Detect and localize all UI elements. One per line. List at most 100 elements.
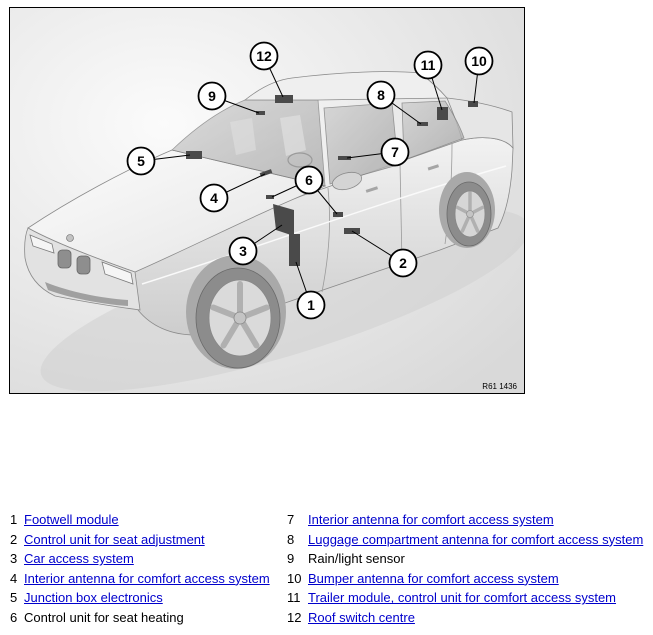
legend-item-number: 5 xyxy=(10,590,18,606)
callout-circle xyxy=(228,236,258,266)
callout-circle xyxy=(199,183,229,213)
legend-item-number: 3 xyxy=(10,551,18,567)
callout-number: 11 xyxy=(421,57,436,73)
callout-9: 9 xyxy=(197,81,260,114)
legend-item: 5 Junction box electronics xyxy=(10,588,270,608)
callout-12: 12 xyxy=(249,41,284,98)
legend-item-number: 12 xyxy=(287,609,302,625)
callout-number: 12 xyxy=(256,48,272,64)
callout-circle xyxy=(413,50,443,80)
callout-number: 4 xyxy=(210,190,218,206)
callout-1: 1 xyxy=(295,261,326,320)
callout-2: 2 xyxy=(351,230,418,278)
seat-heating-unit-left-marker xyxy=(266,195,274,199)
legend-link-roof-switch-centre[interactable]: Roof switch centre xyxy=(308,609,415,625)
callout-11: 11 xyxy=(413,50,443,111)
legend-link-trailer-module[interactable]: Trailer module, control unit for comfort… xyxy=(308,590,617,606)
callout-5: 5 xyxy=(126,146,191,176)
car-rear-side-window xyxy=(401,100,465,161)
callout-number: 2 xyxy=(399,255,407,271)
legend-item-number: 7 xyxy=(287,512,295,527)
component-location-figure: 1 2 3 4 5 6 7 xyxy=(9,7,525,394)
legend-item: 7 Interior antenna for comfort access sys… xyxy=(287,510,643,530)
callout-number: 1 xyxy=(307,297,315,313)
callout-number: 5 xyxy=(137,153,145,169)
car-interior-seat xyxy=(280,115,306,156)
brand-logo-badge xyxy=(66,234,74,242)
figure-code: R61 1436 xyxy=(482,382,517,391)
legend-column-right: 7 Interior antenna for comfort access sys… xyxy=(287,510,643,628)
legend-item-number: 2 xyxy=(10,531,18,547)
legend-link-interior-antenna[interactable]: Interior antenna for comfort access syst… xyxy=(24,570,270,586)
callout-circle xyxy=(197,81,227,111)
legend-item-number: 8 xyxy=(287,531,295,547)
legend-item: 1 Footwell module xyxy=(10,510,270,530)
rear-door-handle xyxy=(427,164,440,171)
callout-circle xyxy=(296,290,326,320)
legend-item-number: 9 xyxy=(287,551,295,567)
front-door-edge xyxy=(321,187,330,293)
legend-item-number: 1 xyxy=(10,512,18,527)
legend-item: 6 Control unit for seat heating xyxy=(10,608,270,628)
legend-text-seat-heating-unit: Control unit for seat heating xyxy=(24,609,184,625)
legend-link-junction-box-electronics[interactable]: Junction box electronics xyxy=(24,590,163,606)
legend-text-rain-light-sensor: Rain/light sensor xyxy=(308,551,405,567)
legend-link-bumper-antenna[interactable]: Bumper antenna for comfort access system xyxy=(308,570,559,586)
legend-link-luggage-compartment-antenna[interactable]: Luggage compartment antenna for comfort … xyxy=(308,531,644,547)
side-mirror xyxy=(331,171,363,191)
door-split-line xyxy=(399,162,403,265)
trailer-module-marker xyxy=(437,107,448,120)
bumper-antenna-marker xyxy=(468,101,478,107)
callout-circle xyxy=(388,248,418,278)
callout-number: 7 xyxy=(391,144,399,160)
legend-item-number: 4 xyxy=(10,570,18,586)
luggage-antenna-marker xyxy=(417,122,428,126)
callout-3: 3 xyxy=(228,224,283,266)
legend-item-number: 11 xyxy=(287,590,301,606)
callout-10: 10 xyxy=(464,46,494,104)
interior-antenna-rear-marker xyxy=(338,156,351,160)
callout-number: 3 xyxy=(239,243,247,259)
legend-item: 9 Rain/light sensor xyxy=(287,549,643,569)
lower-air-intake xyxy=(45,282,128,306)
footwell-module-marker xyxy=(289,234,300,266)
steering-wheel xyxy=(287,152,313,168)
legend-item: 2 Control unit for seat adjustment xyxy=(10,530,270,550)
callout-circle xyxy=(126,146,156,176)
legend-link-footwell-module[interactable]: Footwell module xyxy=(24,512,119,527)
legend-item-number: 6 xyxy=(10,609,18,625)
callout-4: 4 xyxy=(199,173,266,213)
car-roof xyxy=(243,71,448,101)
legend-item: 8 Luggage compartment antenna for comfort… xyxy=(287,530,643,550)
car-interior-seat-far xyxy=(230,118,256,155)
callout-circle xyxy=(380,137,410,167)
car-diagram: 1 2 3 4 5 6 7 xyxy=(10,8,524,393)
rear-wheel-hub xyxy=(466,210,474,218)
callout-8: 8 xyxy=(366,80,422,125)
front-wheel-hub xyxy=(233,311,247,325)
legend-item: 11 Trailer module, control unit for comfo… xyxy=(287,588,643,608)
rain-light-sensor-marker xyxy=(256,111,265,115)
legend-item: 12 Roof switch centre xyxy=(287,608,643,628)
callout-number: 10 xyxy=(471,53,487,69)
legend-link-seat-adjustment-unit[interactable]: Control unit for seat adjustment xyxy=(24,531,205,547)
callout-circle xyxy=(366,80,396,110)
legend-link-interior-antenna-rear[interactable]: Interior antenna for comfort access syst… xyxy=(308,512,554,527)
legend-link-car-access-system[interactable]: Car access system xyxy=(24,551,134,567)
front-door-handle xyxy=(365,186,379,193)
kidney-grille-left xyxy=(57,249,72,269)
callout-number: 8 xyxy=(377,87,385,103)
callout-6: 6 xyxy=(271,165,338,215)
roof-switch-centre-marker xyxy=(275,95,293,103)
far-headlight xyxy=(29,234,55,254)
legend-item: 3 Car access system xyxy=(10,549,270,569)
callout-circle xyxy=(464,46,494,76)
callout-number: 6 xyxy=(305,172,313,188)
callout-circle xyxy=(294,165,324,195)
kidney-grille-right xyxy=(76,255,91,275)
junction-box-marker xyxy=(186,151,202,159)
callout-7: 7 xyxy=(346,137,410,167)
near-headlight xyxy=(101,261,134,285)
